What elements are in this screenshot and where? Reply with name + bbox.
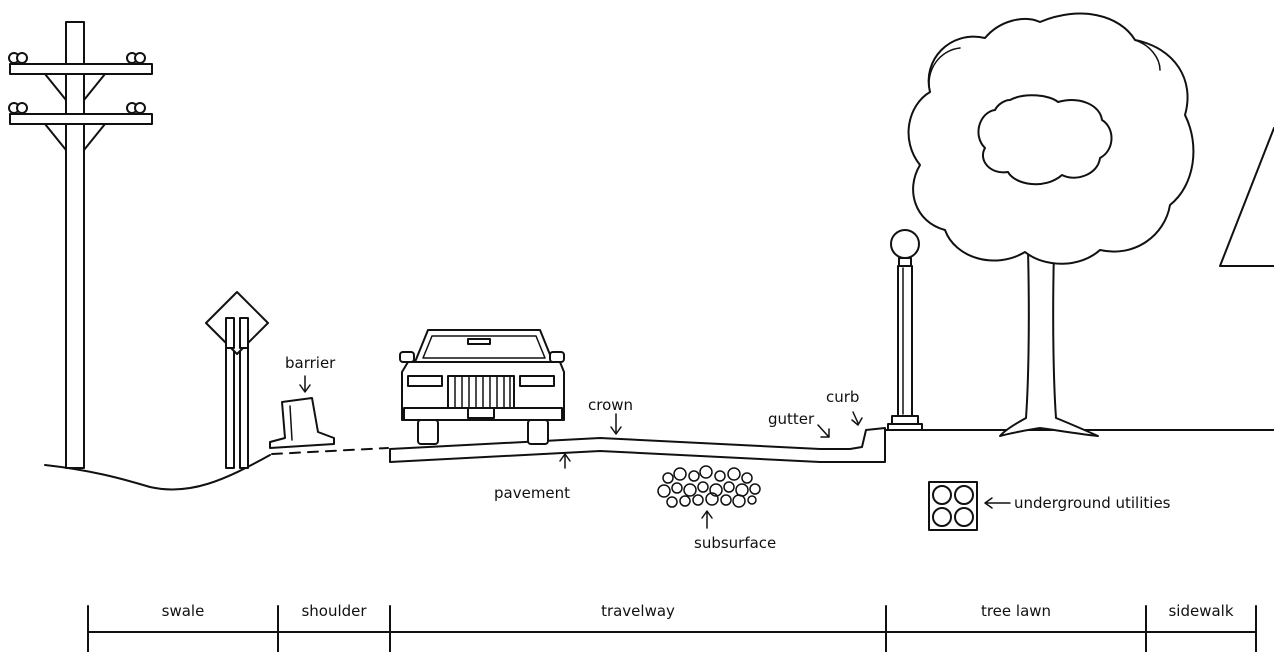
zone-scale-bar [87, 605, 1257, 652]
road-sign-icon [205, 291, 269, 469]
gutter-label: gutter [768, 410, 815, 428]
car-icon [399, 329, 565, 445]
utility-pole-icon [8, 21, 153, 469]
pavement-label: pavement [494, 484, 570, 502]
zone-label-shoulder: shoulder [301, 602, 367, 620]
shoulder-dashed-line [271, 447, 389, 455]
house-icon [1219, 127, 1274, 267]
zone-label-swale: swale [162, 602, 205, 620]
callout-arrows [299, 375, 1011, 529]
subsurface-gravel-icon [657, 465, 761, 508]
crown-label: crown [588, 396, 633, 414]
zone-label-tree-lawn: tree lawn [981, 602, 1051, 620]
zone-label-sidewalk: sidewalk [1168, 602, 1233, 620]
swale-ground [44, 454, 271, 491]
zone-label-travelway: travelway [601, 602, 675, 620]
barrier-icon [269, 397, 335, 449]
pavement-slab [389, 427, 886, 463]
barrier-label: barrier [285, 354, 336, 372]
subsurface-label: subsurface [694, 534, 776, 552]
underground-utilities-label: underground utilities [1014, 494, 1171, 512]
curb-label: curb [826, 388, 859, 406]
tree-icon [907, 12, 1195, 437]
lamp-post-icon [887, 229, 923, 431]
utilities-box-icon [928, 481, 978, 531]
